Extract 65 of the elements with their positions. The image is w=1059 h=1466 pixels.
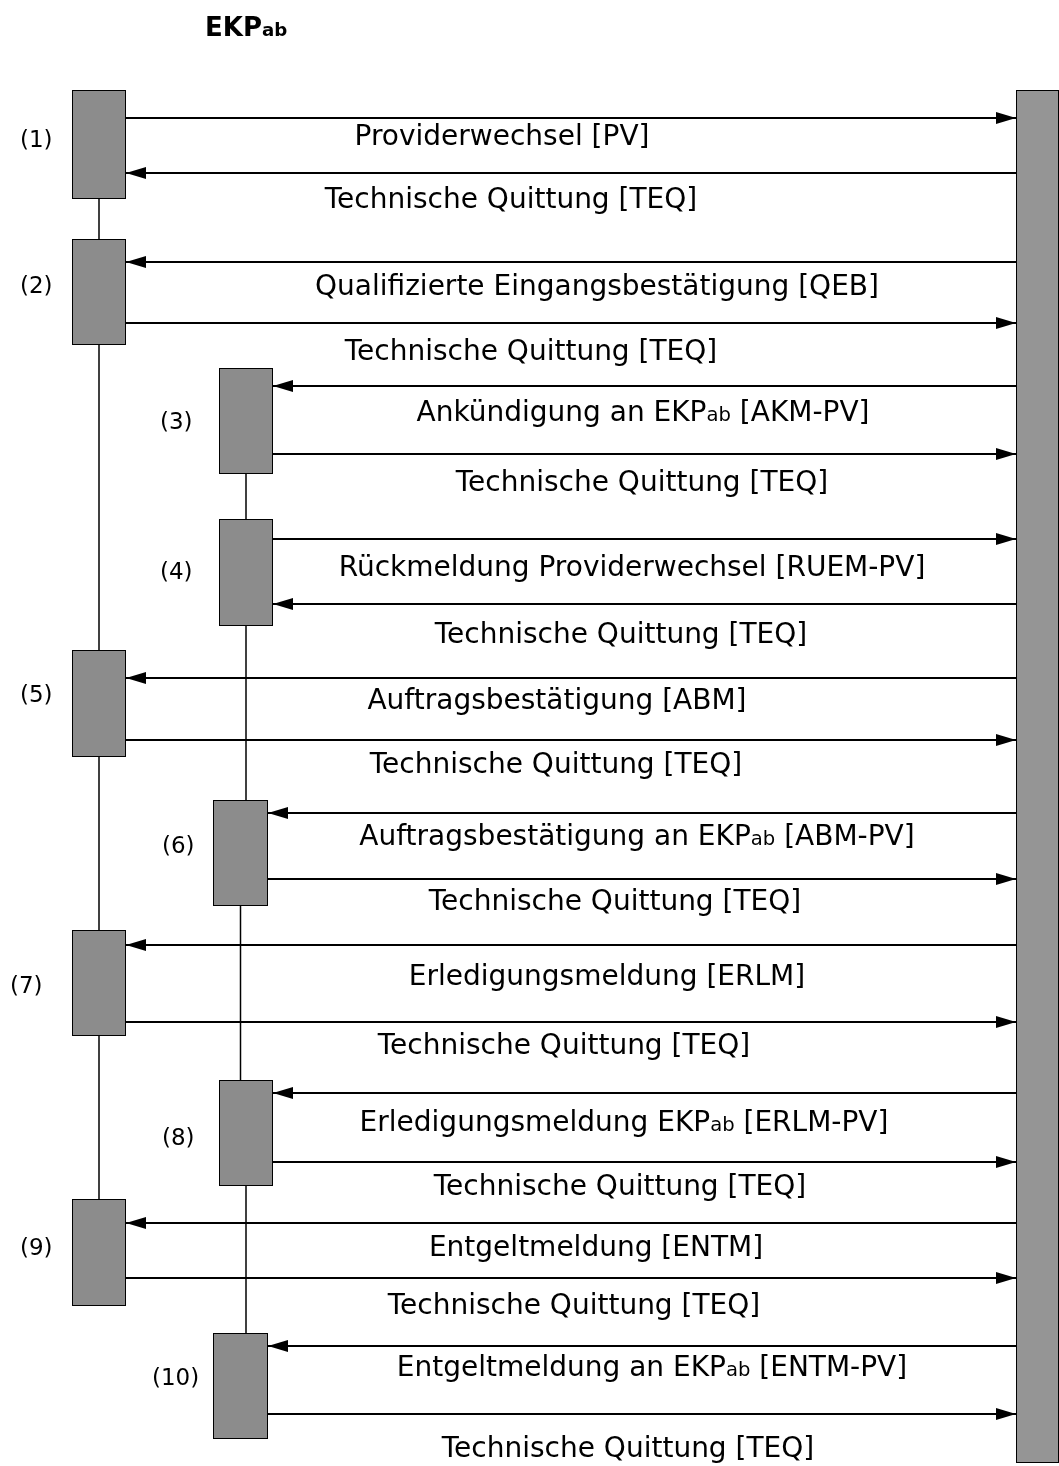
edge-label: Qualifizierte Eingangsbestätigung [QEB] (315, 268, 879, 302)
lifeline-bar (1016, 90, 1059, 1463)
activation-box (72, 239, 126, 345)
edge-label: Technische Quittung [TEQ] (441, 1430, 815, 1464)
step-number: (3) (160, 408, 193, 434)
lifeline (98, 1035, 100, 1200)
edge-label: Entgeltmeldung [ENTM] (428, 1229, 764, 1263)
lifeline (98, 756, 100, 931)
message-arrow (272, 448, 1017, 460)
step-number: (9) (20, 1234, 53, 1260)
activation-box (213, 1333, 268, 1439)
edge-label: Technische Quittung [TEQ] (428, 883, 802, 917)
lifeline (245, 625, 247, 801)
step-number: (10) (152, 1364, 200, 1390)
activation-box (213, 800, 268, 906)
activation-box (72, 90, 126, 199)
message-arrow (125, 112, 1017, 124)
step-number: (1) (20, 126, 53, 152)
message-arrow (125, 256, 1017, 268)
message-arrow (125, 1016, 1017, 1028)
message-arrow (125, 1272, 1017, 1284)
edge-label: Auftragsbestätigung [ABM] (367, 682, 747, 716)
activation-box (72, 930, 126, 1036)
message-arrow (125, 672, 1017, 684)
lifeline (245, 1185, 247, 1334)
message-arrow (267, 1340, 1017, 1352)
edge-label: Technische Quittung [TEQ] (369, 746, 743, 780)
lifeline (98, 344, 100, 651)
activation-box (72, 1199, 126, 1306)
message-arrow (272, 533, 1017, 545)
edge-label: Providerwechsel [PV] (354, 118, 650, 152)
message-arrow (125, 317, 1017, 329)
lifeline (245, 473, 247, 520)
message-arrow (267, 1408, 1017, 1420)
message-arrow (267, 873, 1017, 885)
activation-box (72, 650, 126, 757)
edge-label: Technische Quittung [TEQ] (433, 1168, 807, 1202)
lifeline (239, 905, 242, 1081)
step-number: (6) (162, 832, 195, 858)
step-number: (4) (160, 558, 193, 584)
message-arrow (125, 1217, 1017, 1229)
edge-label: Technische Quittung [TEQ] (377, 1027, 751, 1061)
step-number: (5) (20, 681, 53, 707)
message-arrow (125, 167, 1017, 179)
edge-label: Technische Quittung [TEQ] (434, 616, 808, 650)
step-number: (8) (162, 1124, 195, 1150)
message-arrow (267, 807, 1017, 819)
message-arrow (272, 598, 1017, 610)
step-number: (2) (20, 272, 53, 298)
step-number: (7) (10, 972, 43, 998)
message-arrow (125, 939, 1017, 951)
edge-label: Technische Quittung [TEQ] (344, 333, 718, 367)
edge-label: Erledigungsmeldung [ERLM] (408, 958, 806, 992)
edge-label: Technische Quittung [TEQ] (387, 1287, 761, 1321)
activation-box (219, 519, 273, 626)
edge-label: Technische Quittung [TEQ] (455, 464, 829, 498)
edge-label: Technische Quittung [TEQ] (324, 181, 698, 215)
message-arrow (125, 734, 1017, 746)
activation-box (219, 368, 273, 474)
lifeline (98, 198, 100, 240)
edge-label: Rückmeldung Providerwechsel [RUEM-PV] (338, 549, 926, 583)
message-arrow (272, 1087, 1017, 1099)
message-arrow (272, 380, 1017, 392)
activation-box (219, 1080, 273, 1186)
message-arrow (272, 1156, 1017, 1168)
